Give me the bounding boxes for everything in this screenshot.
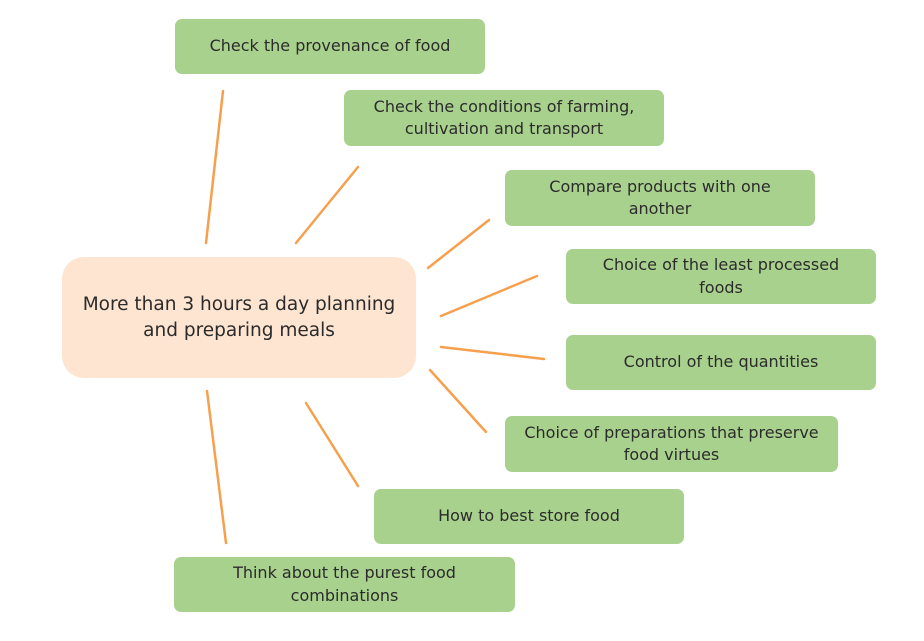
branch-provenance-text: Check the provenance of food [209, 36, 451, 56]
connector-2 [294, 165, 360, 245]
branch-preparations: Choice of preparations that preserve foo… [505, 416, 838, 472]
connector-4 [439, 274, 539, 318]
central-topic-text: More than 3 hours a day planning and pre… [82, 293, 396, 341]
connector-6 [428, 368, 488, 434]
branch-least-processed: Choice of the least processed foods [566, 249, 876, 304]
branch-store-food: How to best store food [374, 489, 684, 544]
connector-5 [439, 345, 546, 361]
branch-least-processed-text: Choice of the least processed foods [602, 255, 840, 297]
branch-quantities: Control of the quantities [566, 335, 876, 390]
branch-compare-products: Compare products with one another [505, 170, 815, 226]
branch-quantities-text: Control of the quantities [623, 352, 819, 372]
branch-food-combinations: Think about the purest food combinations [174, 557, 515, 612]
branch-compare-products-text: Compare products with one another [549, 176, 771, 218]
branch-provenance: Check the provenance of food [175, 19, 485, 74]
central-topic: More than 3 hours a day planning and pre… [62, 257, 416, 378]
branch-preparations-text: Choice of preparations that preserve foo… [524, 422, 819, 464]
connector-3 [426, 218, 491, 270]
connector-8 [205, 389, 228, 545]
branch-farming-conditions: Check the conditions of farming, cultiva… [344, 90, 664, 146]
connector-7 [304, 401, 360, 488]
branch-food-combinations-text: Think about the purest food combinations [233, 563, 456, 605]
branch-farming-conditions-text: Check the conditions of farming, cultiva… [373, 96, 635, 138]
connector-1 [204, 89, 225, 245]
branch-store-food-text: How to best store food [438, 506, 620, 526]
